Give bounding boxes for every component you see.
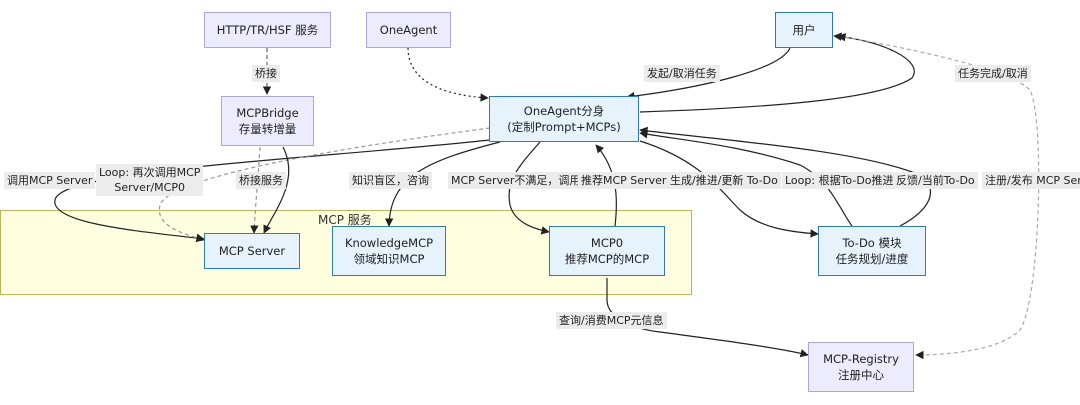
edge-bridge-server-2 bbox=[263, 146, 290, 234]
edge-label-feedback: 反馈/当前To-Do bbox=[893, 172, 978, 189]
oneagent-node: OneAgent bbox=[366, 12, 451, 48]
edge-feedback bbox=[639, 126, 931, 227]
edge-label-knowledge-blind: 知识盲区，咨询 bbox=[349, 172, 432, 189]
edge-label-task-done: 任务完成/取消 bbox=[955, 65, 1031, 82]
oneagent-node-label: OneAgent bbox=[379, 23, 438, 37]
user-node-label: 用户 bbox=[792, 23, 816, 37]
http-tr-hsf-node: HTTP/TR/HSF 服务 bbox=[204, 12, 331, 48]
loop-recall-line1: Loop: 再次调用MCP bbox=[99, 166, 201, 179]
edge-label-register: 注册/发布 MCP Server bbox=[982, 172, 1080, 189]
mcp-server-node: MCP Server bbox=[204, 233, 300, 269]
mcp-server-label: MCP Server bbox=[218, 244, 286, 258]
edge-label-server-not-enough: MCP Server不满足，调用 bbox=[448, 172, 584, 189]
bridge-line2: 存量转增量 bbox=[238, 122, 297, 136]
bridge-line1: MCPBridge bbox=[236, 106, 299, 120]
mcp-service-group-title: MCP 服务 bbox=[318, 213, 372, 227]
edge-split-mcp0 bbox=[508, 141, 550, 235]
edge-user-registry bbox=[837, 33, 1040, 360]
edge-label-query-meta: 查询/消费MCP元信息 bbox=[556, 312, 667, 329]
edge-user-split bbox=[626, 47, 791, 101]
edge-label-call-server: 调用MCP Server bbox=[4, 172, 96, 189]
knowledge-line2: 领域知识MCP bbox=[353, 252, 425, 266]
registry-line1: MCP-Registry bbox=[823, 352, 899, 366]
edge-label-loop-todo: Loop: 根据To-Do推进 bbox=[782, 172, 897, 189]
todo-node: To-Do 模块 任务规划/进度 bbox=[818, 226, 926, 276]
edge-label-recommend: 推荐MCP Server bbox=[578, 172, 670, 189]
edge-label-bridge-service: 桥接服务 bbox=[236, 172, 286, 189]
edge-bridge-server-1 bbox=[250, 146, 261, 234]
mcp0-line1: MCP0 bbox=[590, 236, 624, 250]
todo-line1: To-Do 模块 bbox=[842, 236, 902, 250]
registry-line2: 注册中心 bbox=[838, 368, 884, 382]
loop-recall-line2: Server/MCP0 bbox=[114, 181, 185, 194]
todo-line2: 任务规划/进度 bbox=[835, 252, 909, 266]
edge-todo-split-loop bbox=[639, 130, 853, 227]
knowledge-mcp-node: KnowledgeMCP 领域知识MCP bbox=[332, 226, 446, 276]
mcp0-line2: 推荐MCP的MCP bbox=[564, 252, 650, 266]
split-line2: (定制Prompt+MCPs) bbox=[507, 120, 621, 134]
mcp0-node: MCP0 推荐MCP的MCP bbox=[549, 226, 665, 276]
mcpbridge-node: MCPBridge 存量转增量 bbox=[221, 96, 314, 146]
edge-label-gen-todo: 生成/推进/更新 To-Do bbox=[667, 172, 781, 189]
user-node: 用户 bbox=[775, 12, 833, 48]
edge-label-bridge: 桥接 bbox=[252, 65, 280, 82]
split-line1: OneAgent分身 bbox=[523, 104, 605, 118]
mcp-registry-node: MCP-Registry 注册中心 bbox=[808, 342, 914, 392]
edge-oneagent-split bbox=[407, 47, 489, 102]
oneagent-split-node: OneAgent分身 (定制Prompt+MCPs) bbox=[489, 96, 639, 142]
edge-split-knowledge bbox=[384, 141, 501, 227]
edge-label-loop-recall: Loop: 再次调用MCP Server/MCP0 bbox=[96, 164, 204, 196]
edge-split-todo bbox=[639, 140, 819, 238]
edge-label-launch-cancel: 发起/取消任务 bbox=[644, 65, 720, 82]
http-node-label: HTTP/TR/HSF 服务 bbox=[216, 23, 319, 37]
knowledge-line1: KnowledgeMCP bbox=[344, 236, 434, 250]
